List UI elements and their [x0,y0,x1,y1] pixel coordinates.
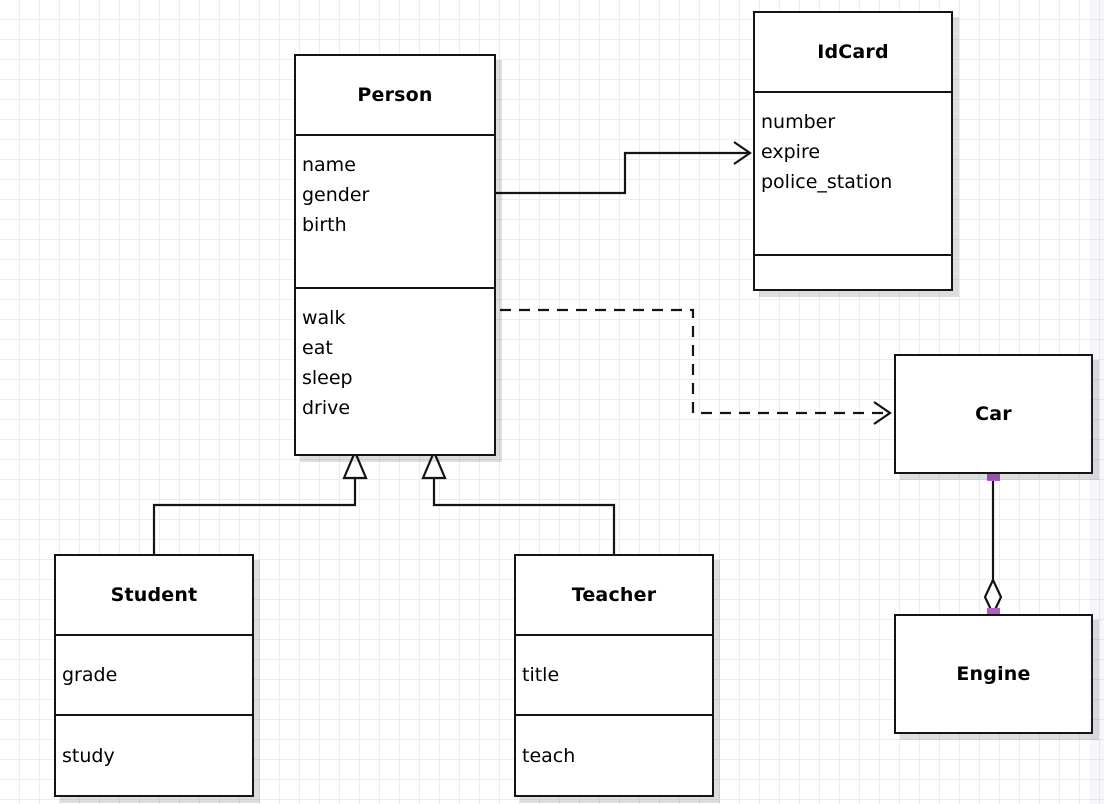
attribute-item: birth [302,214,347,236]
operation-item: teach [522,744,576,767]
class-operations-person: walk eat sleep drive [296,287,494,454]
class-box-student[interactable]: Student grade study [54,554,254,797]
generalization-teacher-person[interactable] [421,449,616,554]
operation-item: walk [302,307,346,329]
class-name-person: Person [357,84,433,106]
class-box-teacher[interactable]: Teacher title teach [514,554,714,797]
operation-item: study [62,744,115,767]
aggregation-car-engine[interactable] [983,468,1003,621]
class-box-idcard[interactable]: IdCard number expire police_station [753,11,953,291]
attribute-item: grade [62,664,118,686]
attribute-item: name [302,154,356,176]
dependency-person-car[interactable] [500,308,892,425]
operation-item: eat [302,337,333,359]
operation-item: drive [302,397,351,419]
class-attributes-idcard: number expire police_station [755,91,951,254]
class-operations-student: study [56,714,252,795]
association-person-idcard[interactable] [496,141,752,195]
attribute-item: police_station [761,171,893,193]
attribute-item: number [761,111,836,133]
class-operations-teacher: teach [516,714,712,795]
class-attributes-student: grade [56,634,252,714]
class-name-car: Car [975,403,1012,425]
class-name-student: Student [110,584,198,606]
attribute-item: gender [302,184,370,206]
generalization-student-person[interactable] [152,449,368,554]
operation-item: sleep [302,367,353,389]
class-name-engine: Engine [956,663,1031,685]
class-attributes-person: name gender birth [296,134,494,287]
attribute-item: title [522,664,560,686]
class-box-engine[interactable]: Engine [894,614,1093,734]
class-attributes-teacher: title [516,634,712,714]
class-box-car[interactable]: Car [894,354,1093,474]
attribute-item: expire [761,141,821,163]
class-name-idcard: IdCard [817,41,889,63]
class-box-person[interactable]: Person name gender birth walk eat sleep … [294,54,496,456]
class-name-teacher: Teacher [571,584,657,606]
class-operations-idcard [755,254,951,289]
